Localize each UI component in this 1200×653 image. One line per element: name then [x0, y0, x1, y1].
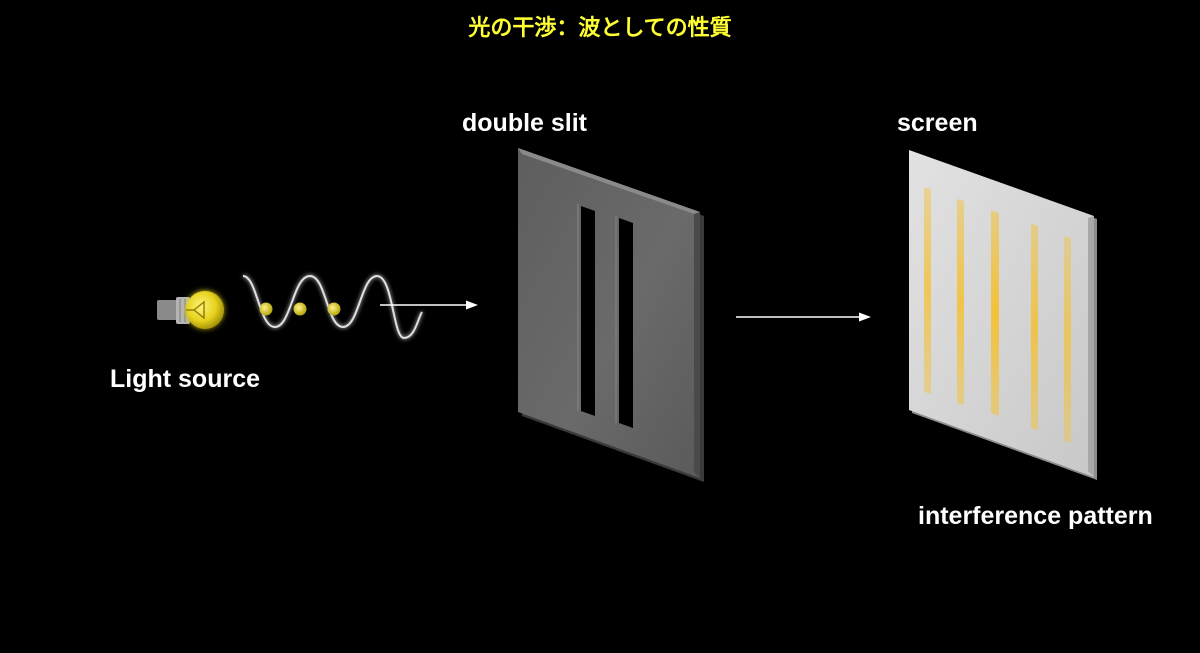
slit-right: [619, 218, 633, 428]
photon: [327, 302, 341, 316]
double-slit-panel: [518, 148, 704, 482]
light-source-label: Light source: [110, 365, 261, 393]
fringe: [957, 199, 964, 405]
light-bulb-icon: [157, 291, 224, 329]
fringe: [924, 187, 931, 394]
screen-label: screen: [897, 109, 978, 137]
double-slit-label: double slit: [462, 109, 587, 137]
photon: [259, 302, 273, 316]
fringe: [991, 210, 999, 416]
transmitted-arrow: [736, 312, 871, 322]
incident-arrow: [380, 300, 478, 310]
interference-fringes: [924, 187, 1071, 443]
photon: [293, 302, 307, 316]
slit-left: [581, 206, 595, 416]
fringe: [1064, 236, 1071, 443]
interference-pattern-label: interference pattern: [918, 502, 1153, 530]
photon-particles: [259, 302, 341, 316]
fringe: [1031, 224, 1038, 430]
screen-panel: [909, 150, 1097, 480]
diagram-title: 光の干渉：波としての性質: [468, 16, 732, 41]
light-wave: [242, 274, 423, 340]
